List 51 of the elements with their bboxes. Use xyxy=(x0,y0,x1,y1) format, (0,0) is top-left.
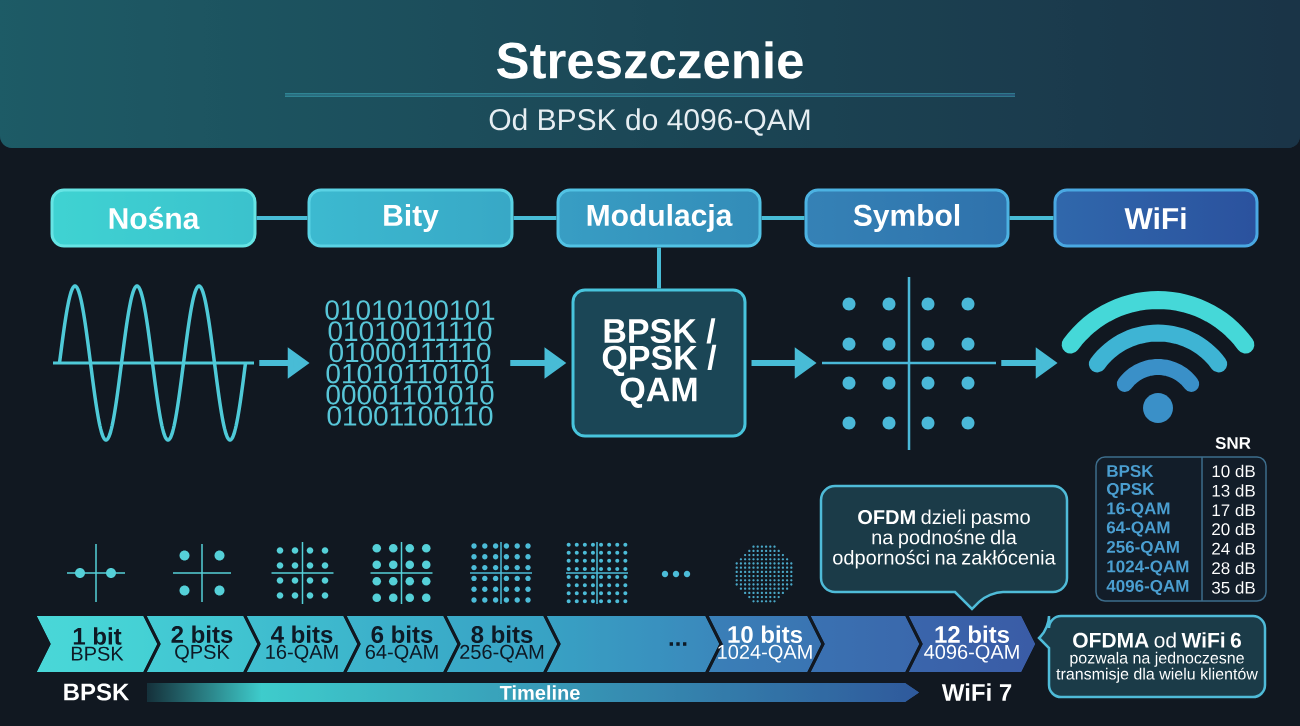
node-label: QPSK xyxy=(175,644,230,663)
table-text: 256-QAM xyxy=(1106,540,1179,557)
stage-box: Nośna xyxy=(50,188,257,248)
connector-line xyxy=(1009,216,1054,220)
stage-box: Symbol xyxy=(804,188,1010,248)
table-text: 17 dB xyxy=(1212,503,1255,517)
table-text: 16-QAM xyxy=(1107,502,1170,518)
connector-line xyxy=(256,216,308,220)
table-text: 28 dB xyxy=(1212,561,1255,575)
node-label: 1024-QAM xyxy=(718,644,812,663)
node-label: 4 bits xyxy=(271,625,333,644)
table-text: 64-QAM xyxy=(1106,521,1170,537)
table-text: 24 dB xyxy=(1212,542,1255,555)
modulation-box: BPSK / QPSK / QAM xyxy=(571,288,747,438)
chevron-step xyxy=(811,616,919,672)
timeline-label: Timeline xyxy=(499,685,580,700)
node-label: 64-QAM xyxy=(365,644,438,663)
table-text: 35 dB xyxy=(1211,581,1255,594)
node-label: 256-QAM xyxy=(460,644,544,663)
subtitle: Od BPSK do 4096-QAM xyxy=(489,108,810,136)
node-label: 16-QAM xyxy=(266,644,338,663)
table-text: QPSK xyxy=(1106,482,1155,499)
chevron-step: 10 bits 1024-QAM xyxy=(709,616,821,672)
stage-box: Modulacja xyxy=(556,188,762,248)
wifi-icon xyxy=(1061,291,1255,423)
title: Streszczenie xyxy=(497,41,803,79)
table-text: 13 dB xyxy=(1212,484,1255,497)
node-label: 10 bits xyxy=(728,625,803,644)
constellation-diagram xyxy=(820,275,998,452)
node-label: 2 bits xyxy=(171,625,233,644)
table-text: 4096-QAM xyxy=(1106,579,1189,596)
binary-digits: 01010100101 01010011110 01000111110 01010110101 00001101010 01001100110 xyxy=(325,300,495,426)
connector-line xyxy=(761,216,805,220)
table-text: 1024-QAM xyxy=(1107,560,1189,576)
chevron-step: 12 bits 4096-QAM xyxy=(909,616,1035,672)
sine-wave xyxy=(53,284,254,442)
speech-bubble: OFDMA od WiFi 6 pozwala na jednoczesne transmisje dla wielu klientów xyxy=(1037,614,1267,699)
connector-line xyxy=(657,247,661,289)
node-label: 6 bits xyxy=(371,625,433,644)
speech-bubble: OFDM dzieli pasmo na podnośne dla odporności na zakłócenia xyxy=(819,484,1069,611)
connector-line xyxy=(513,216,557,220)
stage-box: Bity xyxy=(307,188,514,248)
table-text: 20 dB xyxy=(1212,522,1255,536)
text-label: WiFi 7 xyxy=(941,683,1012,701)
chevron-step: 1 bit BPSK xyxy=(37,616,157,672)
node-label: 8 bits xyxy=(471,625,533,644)
stage-box: WiFi xyxy=(1053,188,1259,248)
text-label: BPSK xyxy=(64,683,130,701)
table-text: 10 dB xyxy=(1212,464,1255,478)
table-text: BPSK xyxy=(1107,465,1154,478)
chevron-step: ... xyxy=(547,616,719,672)
